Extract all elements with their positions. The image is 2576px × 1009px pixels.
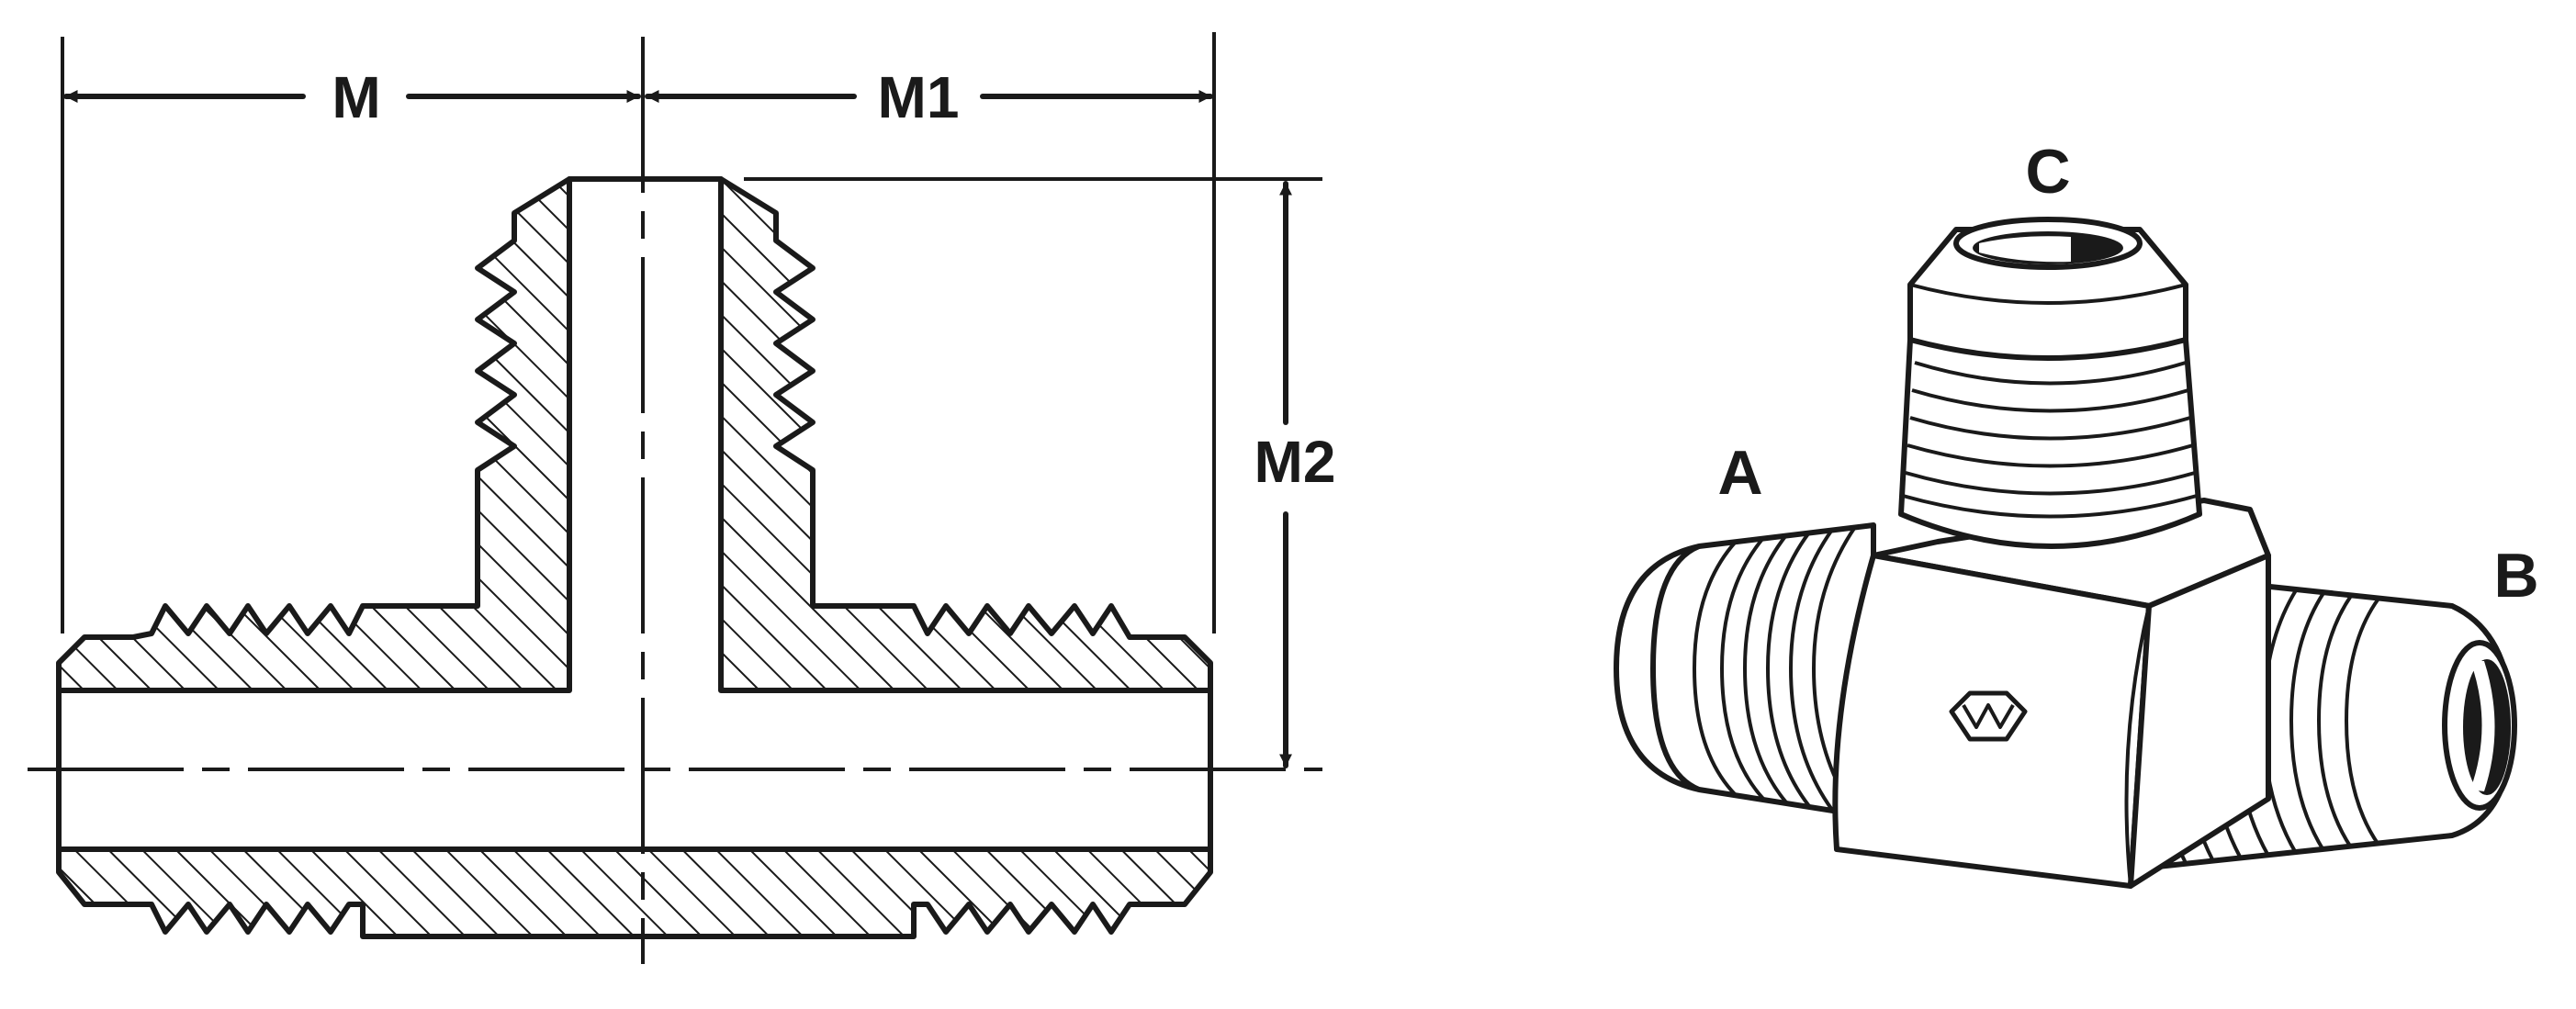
dimension-m1-label: M1 (878, 64, 960, 130)
dimension-m: M (63, 64, 641, 130)
dimension-m2-label: M2 (1254, 429, 1336, 495)
manufacturer-logo-icon (1949, 690, 2028, 742)
dimension-m1: M1 (645, 64, 1213, 130)
port-c-label: C (2025, 137, 2070, 207)
upper-section-body (56, 176, 572, 693)
hex-body (1832, 498, 2271, 889)
dimension-m2: M2 (1254, 181, 1336, 768)
port-b-label: B (2493, 541, 2538, 611)
dimension-m-label: M (332, 64, 380, 130)
port-c-branch (1898, 217, 2202, 549)
isometric-view (1614, 217, 2517, 889)
upper-section-body-right (718, 176, 1213, 693)
lower-section-body (56, 846, 1213, 939)
port-a-label: A (1717, 438, 1762, 508)
centerlines (28, 37, 1322, 964)
section-view: M M1 M2 (28, 32, 1335, 964)
